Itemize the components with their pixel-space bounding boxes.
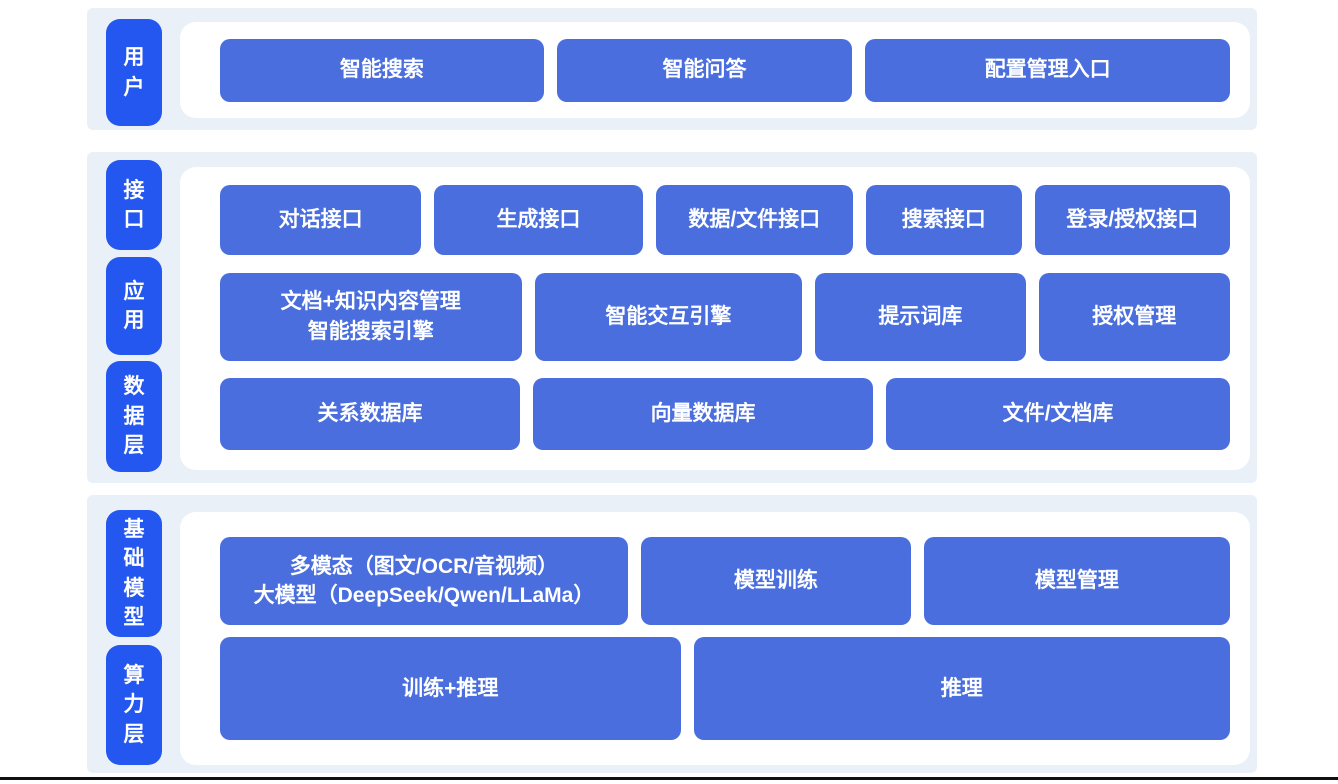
panel-foundation-compute: 多模态（图文/OCR/音视频） 大模型（DeepSeek/Qwen/LLaMa）… (180, 512, 1250, 765)
node-multimodal-large-model: 多模态（图文/OCR/音视频） 大模型（DeepSeek/Qwen/LLaMa） (220, 537, 628, 625)
section-interface-application-data: 接口 应用 数据层 对话接口 生成接口 数据/文件接口 搜索接口 登录/授权接口… (87, 152, 1257, 483)
layer-tab-user: 用户 (106, 19, 162, 126)
layer-tab-compute-label: 算力层 (123, 663, 145, 746)
layer-tab-foundation-model-label: 基础模型 (123, 517, 145, 629)
layer-tab-foundation-model: 基础模型 (106, 510, 162, 637)
node-prompt-library: 提示词库 (815, 272, 1026, 361)
node-intelligent-interaction-engine: 智能交互引擎 (534, 272, 803, 361)
node-inference: 推理 (693, 637, 1230, 740)
node-vector-database: 向量数据库 (533, 378, 874, 450)
panel-user-layer: 智能搜索 智能问答 配置管理入口 (180, 22, 1250, 118)
layer-tab-data-label: 数据层 (123, 375, 145, 458)
row-applications: 文档+知识内容管理 智能搜索引擎 智能交互引擎 提示词库 授权管理 (220, 272, 1230, 361)
layer-tab-interface: 接口 (106, 160, 162, 250)
layer-tab-interface-label: 接口 (123, 178, 145, 231)
node-intelligent-qa: 智能问答 (556, 38, 853, 102)
node-generation-api: 生成接口 (434, 185, 643, 255)
layer-tab-user-label: 用户 (123, 46, 145, 99)
section-user-layer: 用户 智能搜索 智能问答 配置管理入口 (87, 8, 1257, 130)
node-doc-knowledge-mgmt-search-engine: 文档+知识内容管理 智能搜索引擎 (220, 272, 522, 361)
node-file-document-store: 文件/文档库 (886, 378, 1230, 450)
node-login-auth-api: 登录/授权接口 (1034, 185, 1231, 255)
node-model-management: 模型管理 (923, 537, 1230, 625)
node-data-file-api: 数据/文件接口 (655, 185, 853, 255)
row-data-stores: 关系数据库 向量数据库 文件/文档库 (220, 378, 1230, 450)
panel-interface-application-data: 对话接口 生成接口 数据/文件接口 搜索接口 登录/授权接口 文档+知识内容管理… (180, 167, 1250, 470)
row-user-entries: 智能搜索 智能问答 配置管理入口 (220, 38, 1230, 102)
layer-tab-application-label: 应用 (123, 279, 145, 332)
bottom-divider-line (0, 777, 1338, 780)
layer-tab-compute: 算力层 (106, 645, 162, 765)
row-compute: 训练+推理 推理 (220, 637, 1230, 740)
section-foundation-compute: 基础模型 算力层 多模态（图文/OCR/音视频） 大模型（DeepSeek/Qw… (87, 495, 1257, 773)
row-foundation-models: 多模态（图文/OCR/音视频） 大模型（DeepSeek/Qwen/LLaMa）… (220, 537, 1230, 625)
node-relational-database: 关系数据库 (220, 378, 521, 450)
node-intelligent-search: 智能搜索 (220, 38, 544, 102)
node-model-training: 模型训练 (640, 537, 911, 625)
node-dialog-api: 对话接口 (220, 185, 422, 255)
node-authorization-management: 授权管理 (1038, 272, 1230, 361)
node-config-management-entry: 配置管理入口 (865, 38, 1230, 102)
layer-tab-application: 应用 (106, 257, 162, 355)
node-search-api: 搜索接口 (865, 185, 1022, 255)
layer-tab-data: 数据层 (106, 361, 162, 472)
node-training-plus-inference: 训练+推理 (220, 637, 681, 740)
row-interfaces: 对话接口 生成接口 数据/文件接口 搜索接口 登录/授权接口 (220, 185, 1231, 255)
